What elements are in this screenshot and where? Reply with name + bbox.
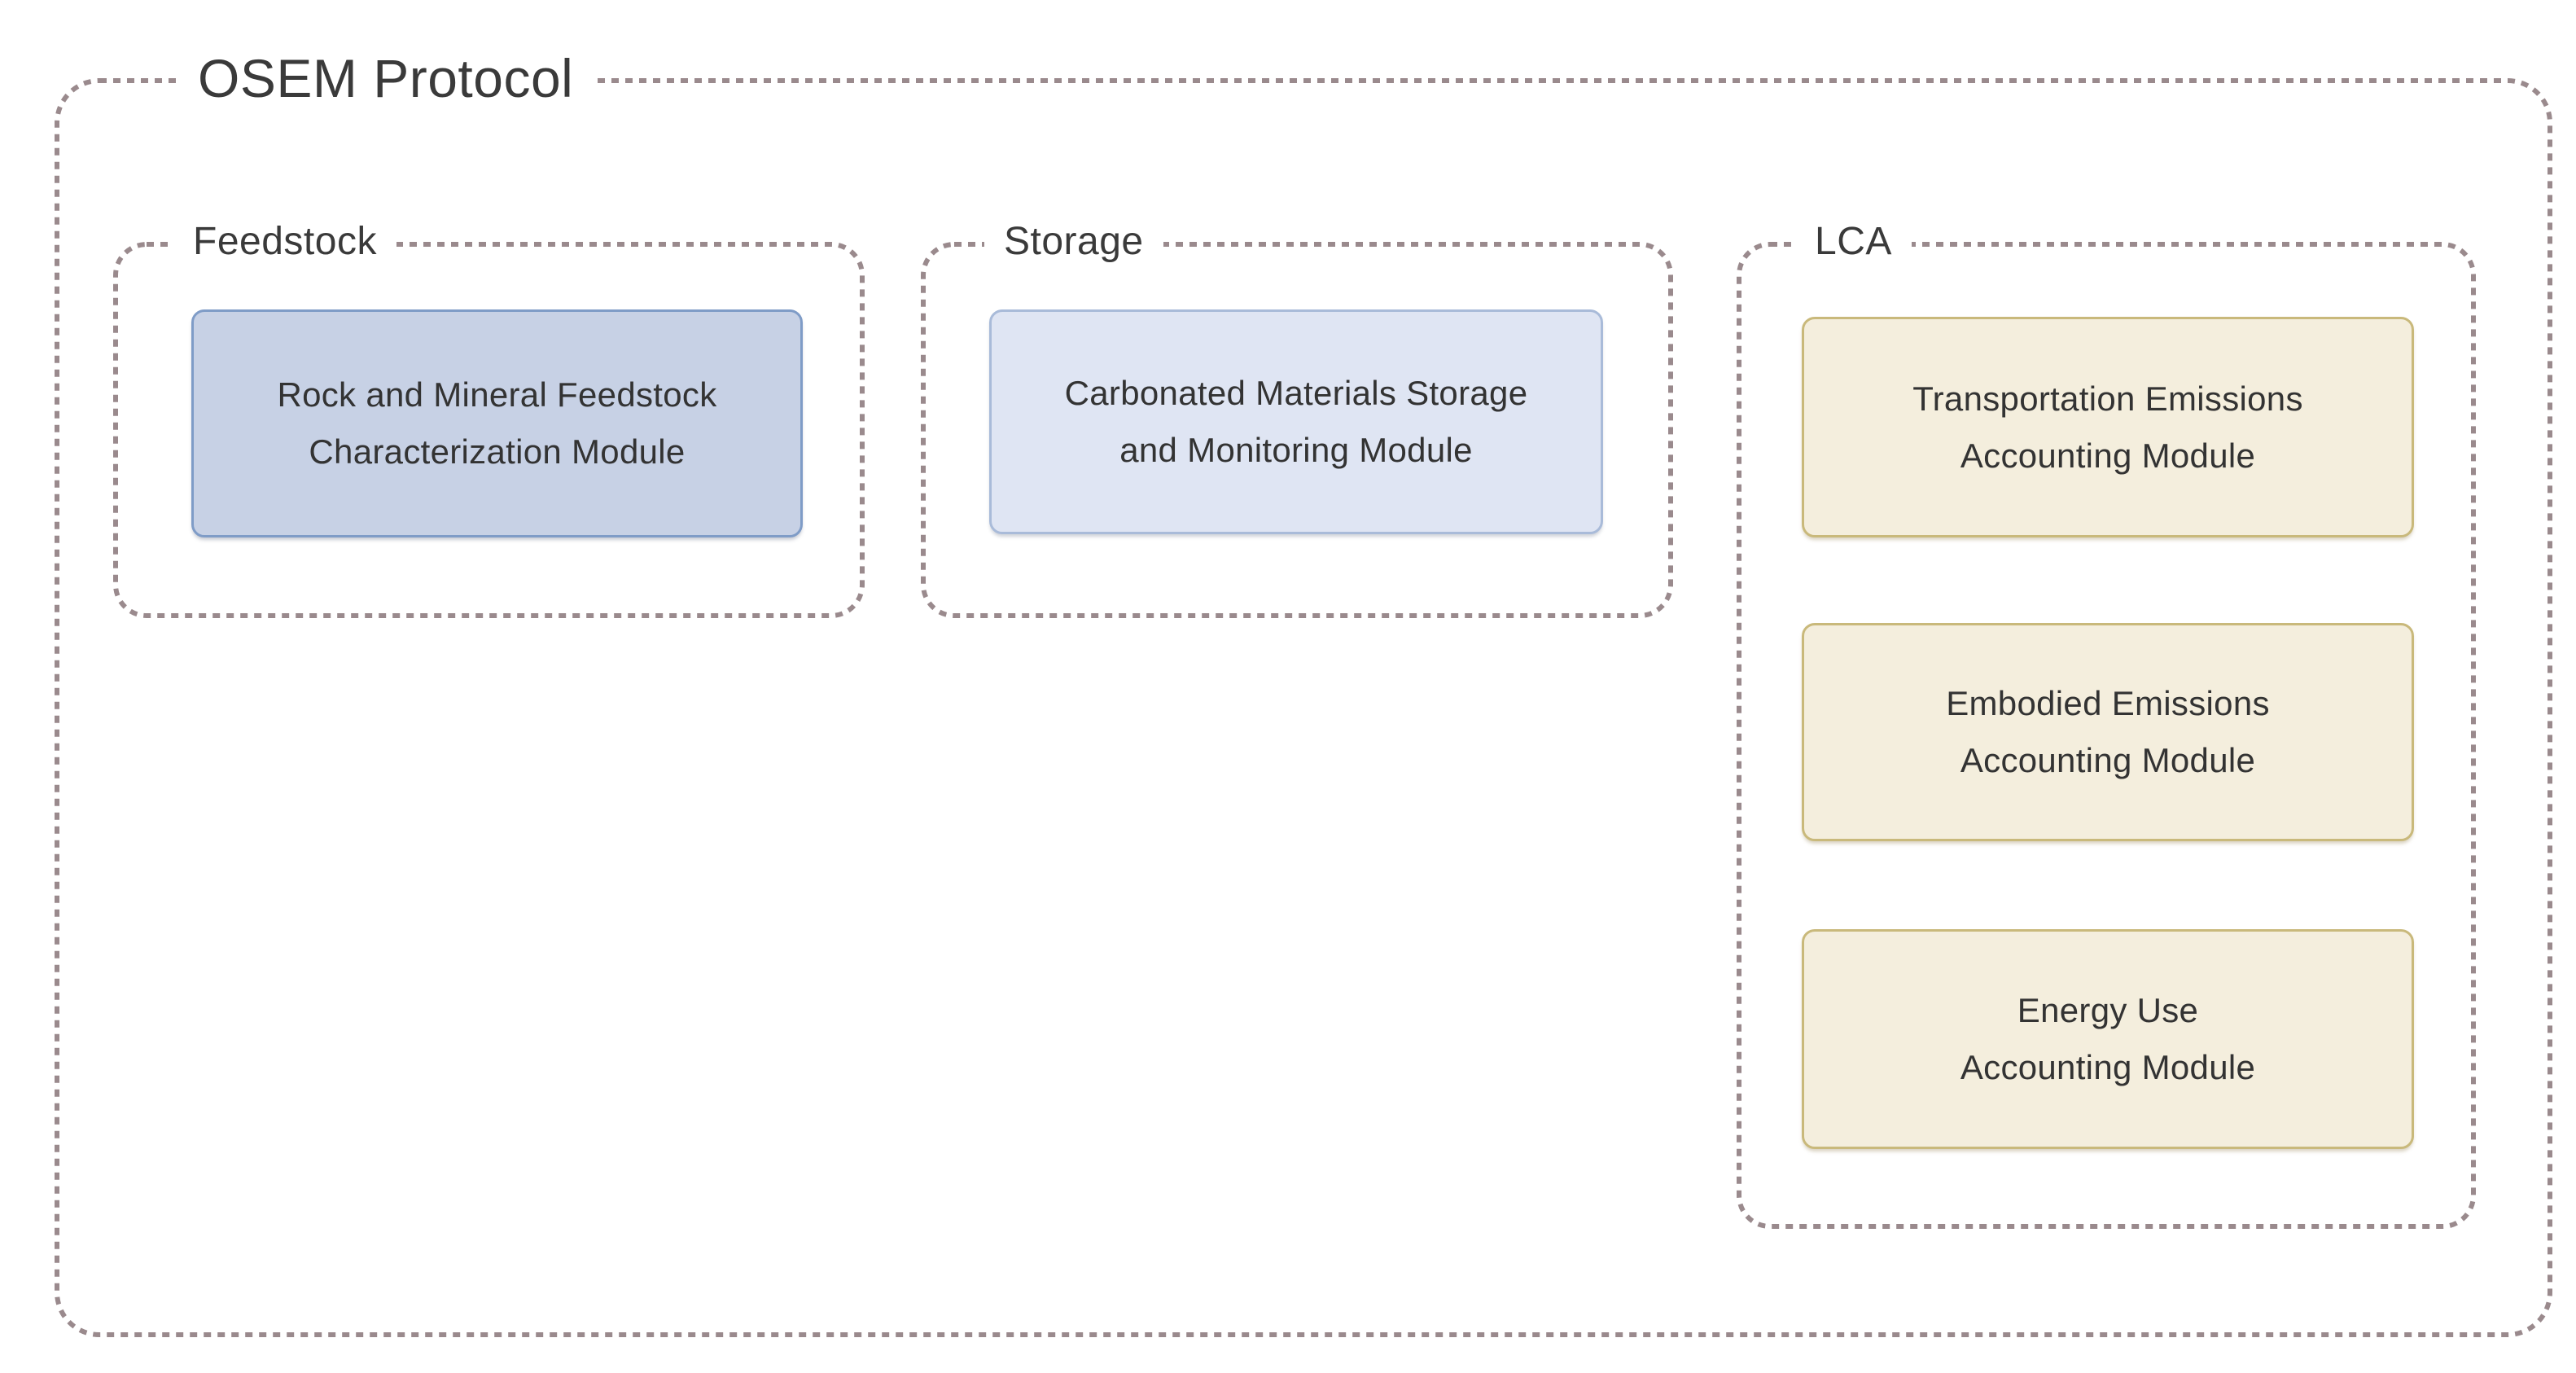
module-label-line: Rock and Mineral Feedstock: [277, 375, 717, 414]
module-label-line: and Monitoring Module: [1119, 431, 1473, 469]
module-label-line: Accounting Module: [1960, 1048, 2256, 1086]
module-label-line: Carbonated Materials Storage: [1064, 374, 1528, 412]
module-embodied-emissions-accounting: Embodied Emissions Accounting Module: [1802, 623, 2414, 841]
module-label-line: Embodied Emissions: [1946, 684, 2270, 722]
group-feedstock: Feedstock Rock and Mineral Feedstock Cha…: [113, 217, 865, 618]
module-carbonated-materials-storage-monitoring: Carbonated Materials Storage and Monitor…: [989, 309, 1603, 534]
module-transportation-emissions-accounting: Transportation Emissions Accounting Modu…: [1802, 317, 2414, 537]
diagram-title: OSEM Protocol: [177, 44, 595, 112]
module-rock-mineral-feedstock-characterization: Rock and Mineral Feedstock Characterizat…: [191, 309, 803, 537]
module-energy-use-accounting: Energy Use Accounting Module: [1802, 929, 2414, 1149]
group-label-lca: LCA: [1795, 217, 1912, 266]
group-label-storage: Storage: [984, 217, 1163, 266]
osem-protocol-container: OSEM Protocol Feedstock Rock and Mineral…: [55, 44, 2552, 1337]
module-label-line: Accounting Module: [1960, 741, 2256, 779]
module-label-line: Transportation Emissions: [1912, 379, 2303, 418]
module-label-line: Characterization Module: [309, 432, 686, 471]
module-label-line: Energy Use: [2017, 991, 2199, 1029]
group-label-feedstock: Feedstock: [173, 217, 396, 266]
module-label-line: Accounting Module: [1960, 436, 2256, 475]
group-storage: Storage Carbonated Materials Storage and…: [921, 217, 1673, 618]
group-lca: LCA Transportation Emissions Accounting …: [1737, 217, 2476, 1229]
